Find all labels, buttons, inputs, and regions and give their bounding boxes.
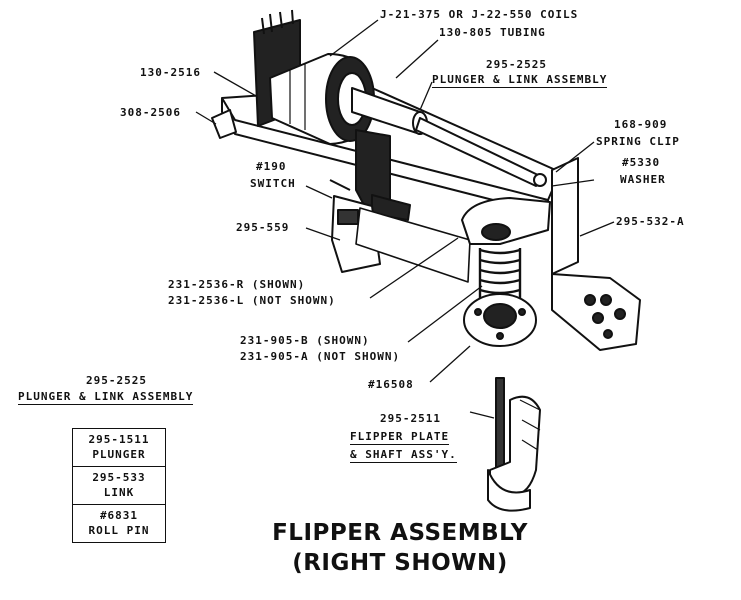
page-title: FLIPPER ASSEMBLY (272, 520, 528, 546)
part-number: #6831 (99, 509, 139, 522)
label-plunger-link-name: PLUNGER & LINK ASSEMBLY (432, 73, 608, 88)
leader-washer (551, 179, 595, 187)
leader-switch (305, 185, 333, 199)
label-spring-clip-name: SPRING CLIP (596, 135, 680, 148)
spring (478, 248, 522, 305)
label-crank-l: 231-2536-L (NOT SHOWN) (168, 294, 336, 307)
table-header-num: 295-2525 (86, 374, 147, 387)
leader-308 (195, 111, 217, 125)
label-295-532-a: 295-532-A (616, 215, 685, 228)
leader-flipper (469, 411, 495, 419)
leader-130 (213, 71, 257, 97)
label-308-2506: 308-2506 (120, 106, 181, 119)
table-header-name: PLUNGER & LINK ASSEMBLY (18, 390, 194, 405)
label-flipper-name: FLIPPER PLATE (350, 430, 450, 445)
part-name: LINK (103, 486, 135, 499)
label-spring-a: 231-905-A (NOT SHOWN) (240, 350, 401, 363)
label-washer-num: #5330 (622, 156, 661, 169)
leader-springclip (555, 141, 595, 173)
leader-crank (369, 237, 459, 299)
parts-table: 295-1511 PLUNGER 295-533 LINK #6831 ROLL… (72, 428, 166, 543)
label-crank-r: 231-2536-R (SHOWN) (168, 278, 306, 291)
parts-row: 295-533 LINK (73, 466, 165, 504)
label-flipper-num: 295-2511 (380, 412, 441, 425)
leader-559 (305, 227, 341, 241)
flipper-shaft (495, 377, 505, 469)
leader-coils (329, 19, 379, 57)
label-plunger-link-num: 295-2525 (486, 58, 547, 71)
crank-arm (355, 207, 471, 283)
page-subtitle: (RIGHT SHOWN) (292, 550, 508, 576)
leader-bushing (429, 345, 471, 383)
leader-tubing (395, 39, 439, 79)
label-tubing: 130-805 TUBING (439, 26, 546, 39)
label-spring-b: 231-905-B (SHOWN) (240, 334, 370, 347)
label-switch-name: SWITCH (250, 177, 296, 190)
link (415, 117, 541, 187)
left-mount-tab (211, 109, 237, 139)
leader-spring (407, 285, 483, 343)
label-spring-clip-num: 168-909 (614, 118, 668, 131)
label-switch-num: #190 (256, 160, 287, 173)
label-coils: J-21-375 OR J-22-550 COILS (380, 8, 579, 21)
parts-row: 295-1511 PLUNGER (73, 429, 165, 466)
part-number: 295-533 (92, 471, 146, 484)
right-bracket (551, 157, 579, 275)
label-295-559: 295-559 (236, 221, 290, 234)
parts-row: #6831 ROLL PIN (73, 504, 165, 542)
label-bushing: #16508 (368, 378, 414, 391)
label-washer-name: WASHER (620, 173, 666, 186)
label-130-2516: 130-2516 (140, 66, 201, 79)
part-name: PLUNGER (92, 448, 146, 461)
part-number: 295-1511 (88, 433, 150, 446)
part-name: ROLL PIN (88, 524, 150, 537)
leader-plunger (419, 81, 433, 111)
label-flipper-name2: & SHAFT ASS'Y. (350, 448, 457, 463)
leader-532a (579, 221, 615, 237)
